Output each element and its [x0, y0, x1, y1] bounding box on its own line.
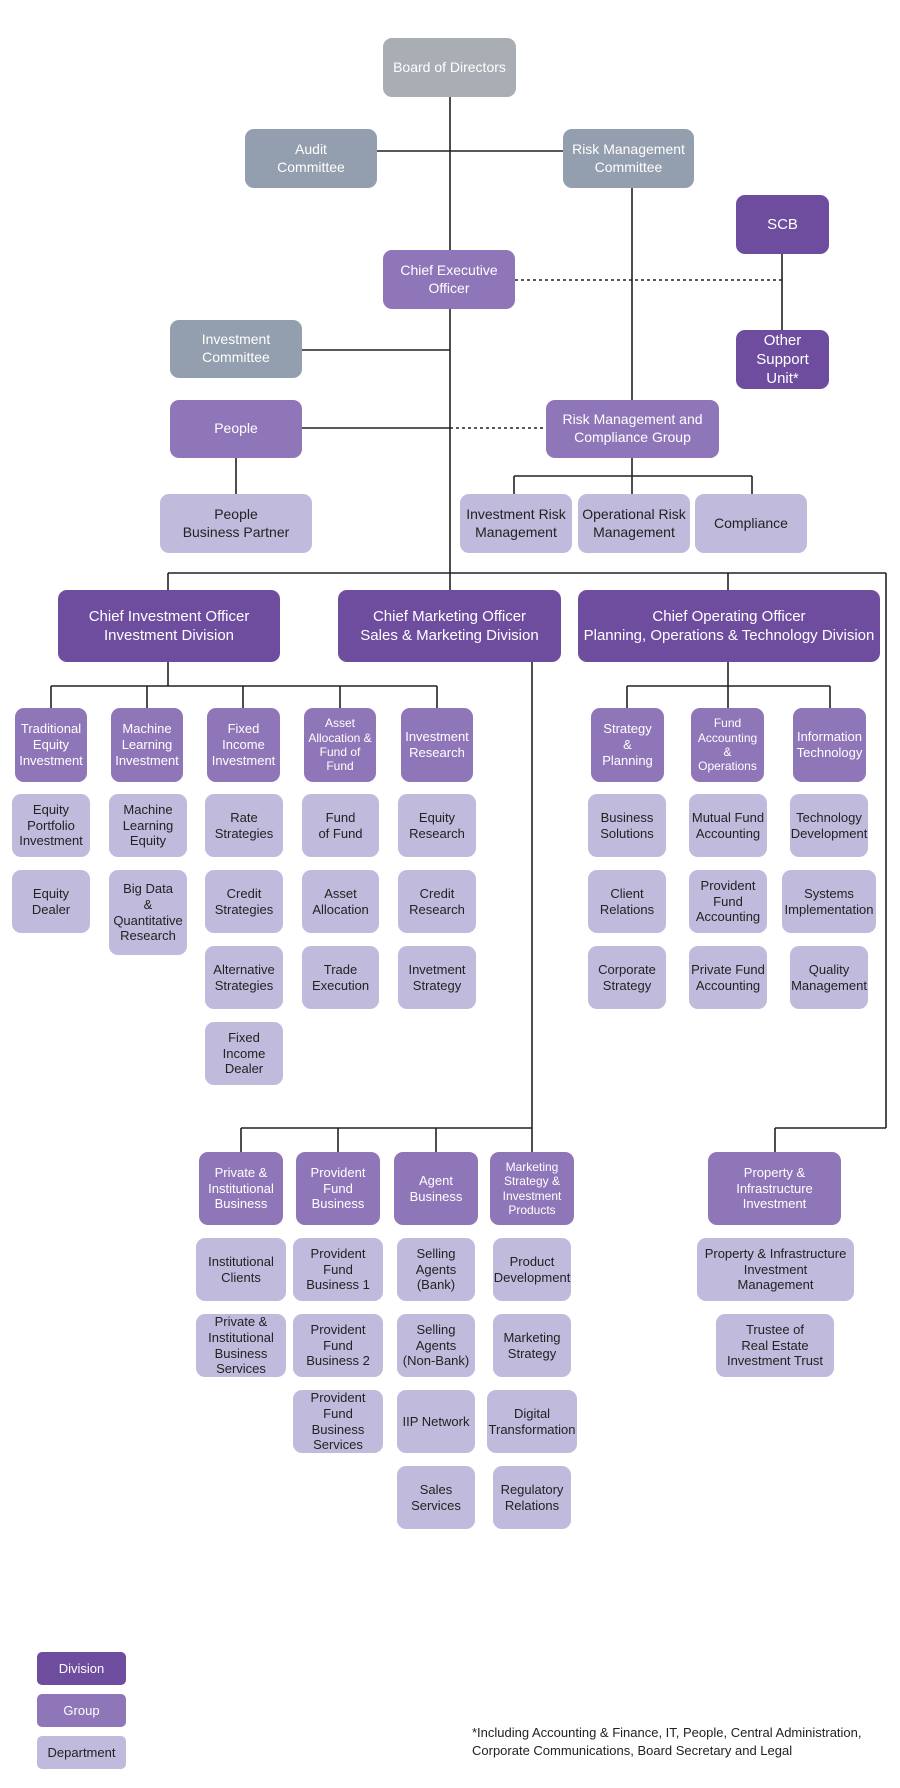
credit-strategies: Credit Strategies [205, 870, 283, 933]
institutional-clients: Institutional Clients [196, 1238, 286, 1301]
other-support-unit: Other Support Unit* [736, 330, 829, 389]
equity-dealer: Equity Dealer [12, 870, 90, 933]
footnote: *Including Accounting & Finance, IT, Peo… [472, 1725, 862, 1759]
property-infrastructure-investment-management: Property & Infrastructure Investment Man… [697, 1238, 854, 1301]
trustee-of-real-estate-investment-trust: Trustee of Real Estate Investment Trust [716, 1314, 834, 1377]
board-of-directors: Board of Directors [383, 38, 516, 97]
fund-of-fund: Fund of Fund [302, 794, 379, 857]
big-data-quantitative-research: Big Data & Quantitative Research [109, 870, 187, 955]
audit-committee: Audit Committee [245, 129, 377, 188]
chief-investment-officer: Chief Investment Officer Investment Divi… [58, 590, 280, 662]
machine-learning-equity: Machine Learning Equity [109, 794, 187, 857]
people-group: People [170, 400, 302, 458]
legend-division: Division [37, 1652, 126, 1685]
technology-development: Technology Development [790, 794, 868, 857]
investment-risk-management: Investment Risk Management [460, 494, 572, 553]
legend-department: Department [37, 1736, 126, 1769]
asset-allocation-fund-of-fund: Asset Allocation & Fund of Fund [304, 708, 376, 782]
trade-execution: Trade Execution [302, 946, 379, 1009]
digital-transformation: Digital Transformation [487, 1390, 577, 1453]
sales-services: Sales Services [397, 1466, 475, 1529]
corporate-strategy: Corporate Strategy [588, 946, 666, 1009]
provident-fund-business-1: Provident Fund Business 1 [293, 1238, 383, 1301]
legend-group: Group [37, 1694, 126, 1727]
traditional-equity-investment: Traditional Equity Investment [15, 708, 87, 782]
equity-portfolio-investment: Equity Portfolio Investment [12, 794, 90, 857]
provident-fund-business-services: Provident Fund Business Services [293, 1390, 383, 1453]
machine-learning-investment: Machine Learning Investment [111, 708, 183, 782]
private-fund-accounting: Private Fund Accounting [689, 946, 767, 1009]
selling-agents-non-bank: Selling Agents (Non-Bank) [397, 1314, 475, 1377]
marketing-strategy: Marketing Strategy [493, 1314, 571, 1377]
investment-research: Investment Research [401, 708, 473, 782]
alternative-strategies: Alternative Strategies [205, 946, 283, 1009]
product-development: Product Development [493, 1238, 571, 1301]
risk-management-and-compliance-group: Risk Management and Compliance Group [546, 400, 719, 458]
chief-marketing-officer: Chief Marketing Officer Sales & Marketin… [338, 590, 561, 662]
fixed-income-investment: Fixed Income Investment [207, 708, 280, 782]
information-technology: Information Technology [793, 708, 866, 782]
property-and-infrastructure-investment: Property & Infrastructure Investment [708, 1152, 841, 1225]
marketing-strategy-investment-products: Marketing Strategy & Investment Products [490, 1152, 574, 1225]
risk-management-committee: Risk Management Committee [563, 129, 694, 188]
credit-research: Credit Research [398, 870, 476, 933]
compliance: Compliance [695, 494, 807, 553]
iip-network: IIP Network [397, 1390, 475, 1453]
client-relations: Client Relations [588, 870, 666, 933]
quality-management: Quality Management [790, 946, 868, 1009]
chief-operating-officer: Chief Operating Officer Planning, Operat… [578, 590, 880, 662]
rate-strategies: Rate Strategies [205, 794, 283, 857]
scb: SCB [736, 195, 829, 254]
investment-committee: Investment Committee [170, 320, 302, 378]
provident-fund-accounting: Provident Fund Accounting [689, 870, 767, 933]
business-solutions: Business Solutions [588, 794, 666, 857]
private-and-institutional-business-services: Private & Institutional Business Service… [196, 1314, 286, 1377]
agent-business: Agent Business [394, 1152, 478, 1225]
strategy-and-planning: Strategy & Planning [591, 708, 664, 782]
equity-research: Equity Research [398, 794, 476, 857]
chief-executive-officer: Chief Executive Officer [383, 250, 515, 309]
provident-fund-business-2: Provident Fund Business 2 [293, 1314, 383, 1377]
asset-allocation: Asset Allocation [302, 870, 379, 933]
mutual-fund-accounting: Mutual Fund Accounting [689, 794, 767, 857]
fixed-income-dealer: Fixed Income Dealer [205, 1022, 283, 1085]
selling-agents-bank: Selling Agents (Bank) [397, 1238, 475, 1301]
fund-accounting-and-operations: Fund Accounting & Operations [691, 708, 764, 782]
provident-fund-business: Provident Fund Business [296, 1152, 380, 1225]
regulatory-relations: Regulatory Relations [493, 1466, 571, 1529]
private-and-institutional-business: Private & Institutional Business [199, 1152, 283, 1225]
invetment-strategy: Invetment Strategy [398, 946, 476, 1009]
systems-implementation: Systems Implementation [782, 870, 876, 933]
people-business-partner: People Business Partner [160, 494, 312, 553]
operational-risk-management: Operational Risk Management [578, 494, 690, 553]
